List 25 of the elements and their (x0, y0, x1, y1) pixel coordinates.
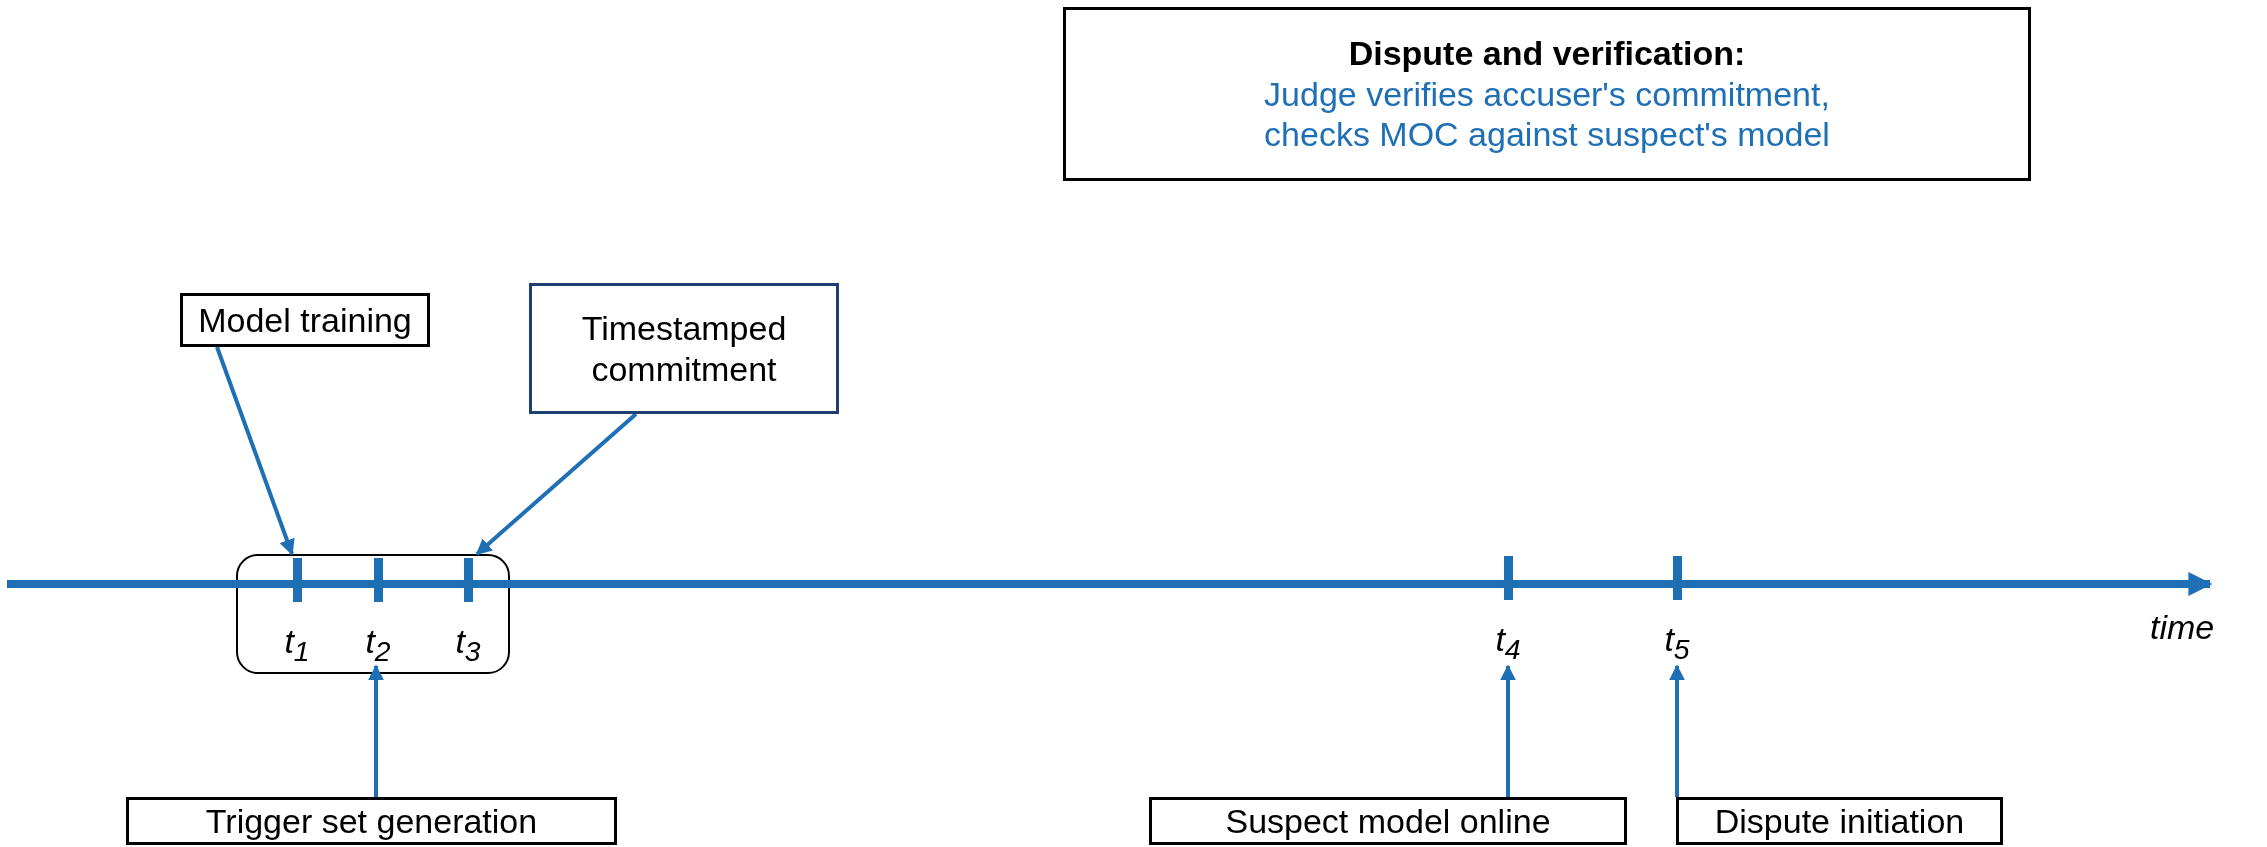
label-box (180, 293, 430, 347)
label-box (1676, 797, 2003, 845)
arrow (1669, 664, 1685, 797)
axis-label: time (2150, 608, 2215, 647)
box-text: Timestamped commitment (580, 307, 788, 390)
label-box (529, 283, 839, 414)
panel-heading: Dispute and verification: (1348, 32, 1746, 74)
arrow (475, 412, 638, 556)
label-box (126, 797, 617, 845)
label-box (1149, 797, 1627, 845)
box-text: Judge verifies accuser's commitment, checks MOC against suspect's model (1263, 73, 1831, 156)
time-point-label: t$_{4}$ (1495, 620, 1521, 666)
box-text: Model training (198, 299, 412, 341)
arrow (368, 664, 384, 797)
arrow (1500, 664, 1516, 797)
rounded-group-box (236, 554, 510, 674)
time-point-label: t$_{1}$ (284, 622, 310, 668)
time-point-label: t$_{3}$ (455, 622, 481, 668)
box-text: Suspect model online (1225, 800, 1551, 842)
box-text: Trigger set generation (205, 800, 538, 842)
arrow (215, 346, 295, 556)
box-text: Dispute initiation (1714, 800, 1965, 842)
time-point-label: t$_{5}$ (1664, 620, 1690, 666)
info-panel (1063, 7, 2031, 181)
time-point-label: t$_{2}$ (365, 622, 391, 668)
